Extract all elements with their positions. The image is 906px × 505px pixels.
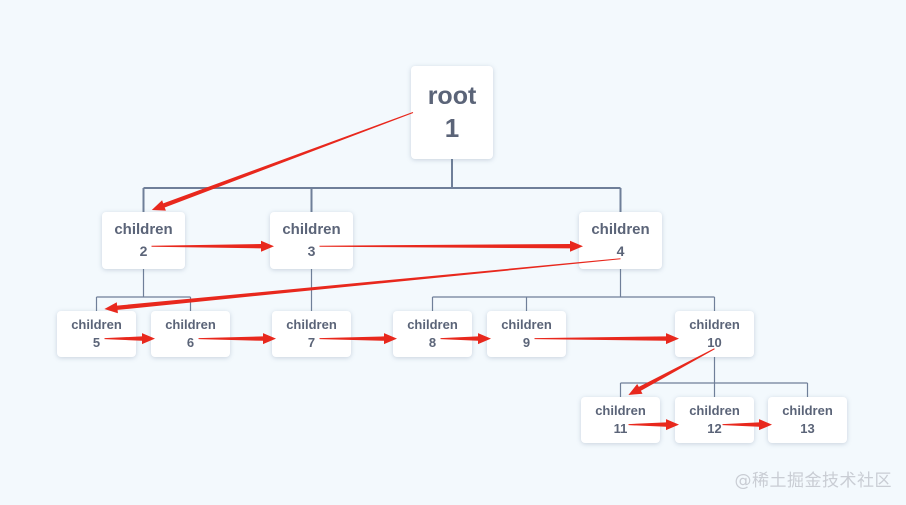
traversal-arrow-1-to-2 bbox=[151, 112, 414, 211]
traversal-arrow-3-to-4 bbox=[319, 240, 583, 252]
node-number: 4 bbox=[616, 242, 625, 259]
tree-node-3: children 3 bbox=[270, 212, 353, 269]
node-number: 7 bbox=[307, 335, 316, 350]
traversal-arrow-5-to-6 bbox=[104, 333, 155, 345]
traversal-arrow-8-to-9 bbox=[440, 333, 491, 345]
node-label: children bbox=[595, 402, 646, 418]
traversal-arrow-4-to-5 bbox=[104, 258, 621, 314]
tree-node-11: children 11 bbox=[581, 397, 660, 443]
node-label: children bbox=[689, 316, 740, 332]
traversal-arrow-12-to-13 bbox=[722, 419, 772, 431]
traversal-arrow-2-to-3 bbox=[151, 240, 274, 252]
node-number: 11 bbox=[613, 421, 628, 436]
traversal-arrow-10-to-11 bbox=[628, 348, 715, 395]
node-label: children bbox=[591, 220, 650, 238]
tree-node-6: children 6 bbox=[151, 311, 230, 357]
node-label: children bbox=[689, 402, 740, 418]
node-number: 2 bbox=[139, 242, 148, 259]
node-label: children bbox=[114, 220, 173, 238]
node-label: children bbox=[286, 316, 337, 332]
tree-node-12: children 12 bbox=[675, 397, 754, 443]
tree-node-2: children 2 bbox=[102, 212, 185, 269]
traversal-arrow-9-to-10 bbox=[534, 333, 679, 345]
tree-node-9: children 9 bbox=[487, 311, 566, 357]
watermark: @稀土掘金技术社区 bbox=[734, 471, 892, 491]
node-number: 9 bbox=[522, 335, 531, 350]
traversal-arrow-6-to-7 bbox=[198, 333, 276, 345]
tree-node-5: children 5 bbox=[57, 311, 136, 357]
node-number: 8 bbox=[428, 335, 437, 350]
tree-node-4: children 4 bbox=[579, 212, 662, 269]
tree-node-8: children 8 bbox=[393, 311, 472, 357]
tree-node-10: children 10 bbox=[675, 311, 754, 357]
node-number: 6 bbox=[186, 335, 195, 350]
node-label: children bbox=[501, 316, 552, 332]
tree-node-7: children 7 bbox=[272, 311, 351, 357]
node-number: 12 bbox=[707, 421, 722, 436]
traversal-arrow-7-to-8 bbox=[319, 333, 397, 345]
node-label: children bbox=[71, 316, 122, 332]
node-label: children bbox=[165, 316, 216, 332]
node-label: children bbox=[282, 220, 341, 238]
node-number: 10 bbox=[707, 335, 722, 350]
node-number: 13 bbox=[800, 421, 815, 436]
traversal-arrow-11-to-12 bbox=[628, 419, 679, 431]
node-label: root bbox=[427, 81, 477, 110]
node-number: 1 bbox=[444, 112, 460, 143]
node-label: children bbox=[407, 316, 458, 332]
node-number: 5 bbox=[92, 335, 101, 350]
node-label: children bbox=[782, 402, 833, 418]
node-number: 3 bbox=[307, 242, 316, 259]
tree-node-13: children 13 bbox=[768, 397, 847, 443]
